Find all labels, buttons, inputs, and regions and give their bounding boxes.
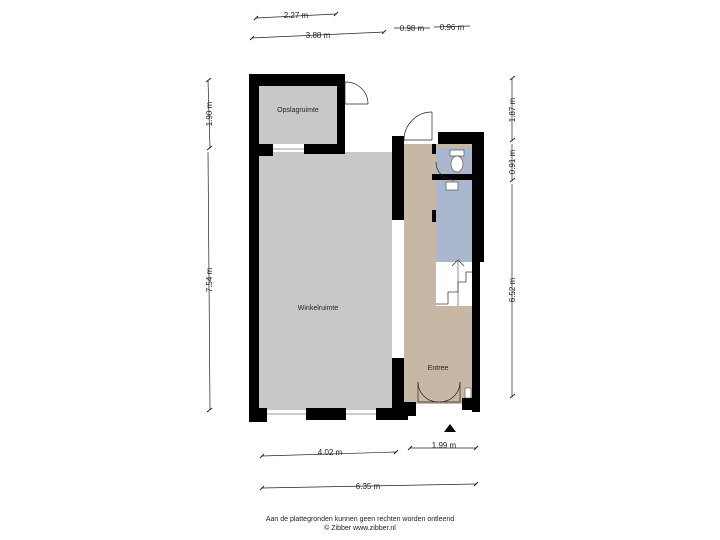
- stair-landing-floor: [436, 180, 472, 262]
- entrance-top-door: [403, 111, 433, 141]
- front-door: [417, 381, 461, 403]
- dimension-lines: [207, 13, 513, 489]
- windows: [267, 148, 376, 415]
- dim-label-left-upper: 1.90 m: [205, 101, 214, 126]
- disclaimer-text: Aan de plattegronden kunnen geen rechten…: [265, 516, 455, 523]
- dim-label-right-lower: 6.52 m: [508, 277, 517, 302]
- toilet-door: [435, 161, 455, 181]
- toilet-icon: [449, 149, 465, 173]
- dim-label-right-upper: 1.87 m: [508, 97, 517, 122]
- dim-label-top-2: 3.88 m: [306, 31, 331, 40]
- dim-label-bottom-left: 4.02 m: [318, 448, 343, 457]
- storage-floor: [259, 86, 337, 144]
- dimension-ticks: [205, 11, 516, 491]
- shop-floor: [259, 152, 392, 410]
- meter-icon: [464, 387, 472, 399]
- dim-label-top-3a: 0.98 m: [400, 24, 425, 33]
- copyright-text: © Zibber www.zibber.nl: [324, 525, 396, 532]
- dim-label-right-mid: 0.91 m: [508, 149, 517, 174]
- staircase: [436, 259, 472, 306]
- dim-label-left-lower: 7.54 m: [205, 267, 214, 292]
- sink-icon: [445, 181, 459, 191]
- storage-door: [344, 81, 369, 105]
- dim-label-top-1: 2.27 m: [284, 11, 309, 20]
- room-label-storage: Opslagruimte: [277, 107, 319, 114]
- dim-label-bottom-total: 6.35 m: [356, 482, 381, 491]
- room-label-entrance: Entree: [428, 365, 449, 372]
- entrance-arrow-icon: [444, 424, 456, 432]
- dim-label-top-3b: 0.96 m: [440, 23, 465, 32]
- room-label-shop: Winkelruimte: [298, 305, 339, 312]
- hall-floor: [404, 144, 436, 304]
- dim-label-bottom-right: 1.99 m: [432, 441, 457, 450]
- walls: [249, 74, 484, 422]
